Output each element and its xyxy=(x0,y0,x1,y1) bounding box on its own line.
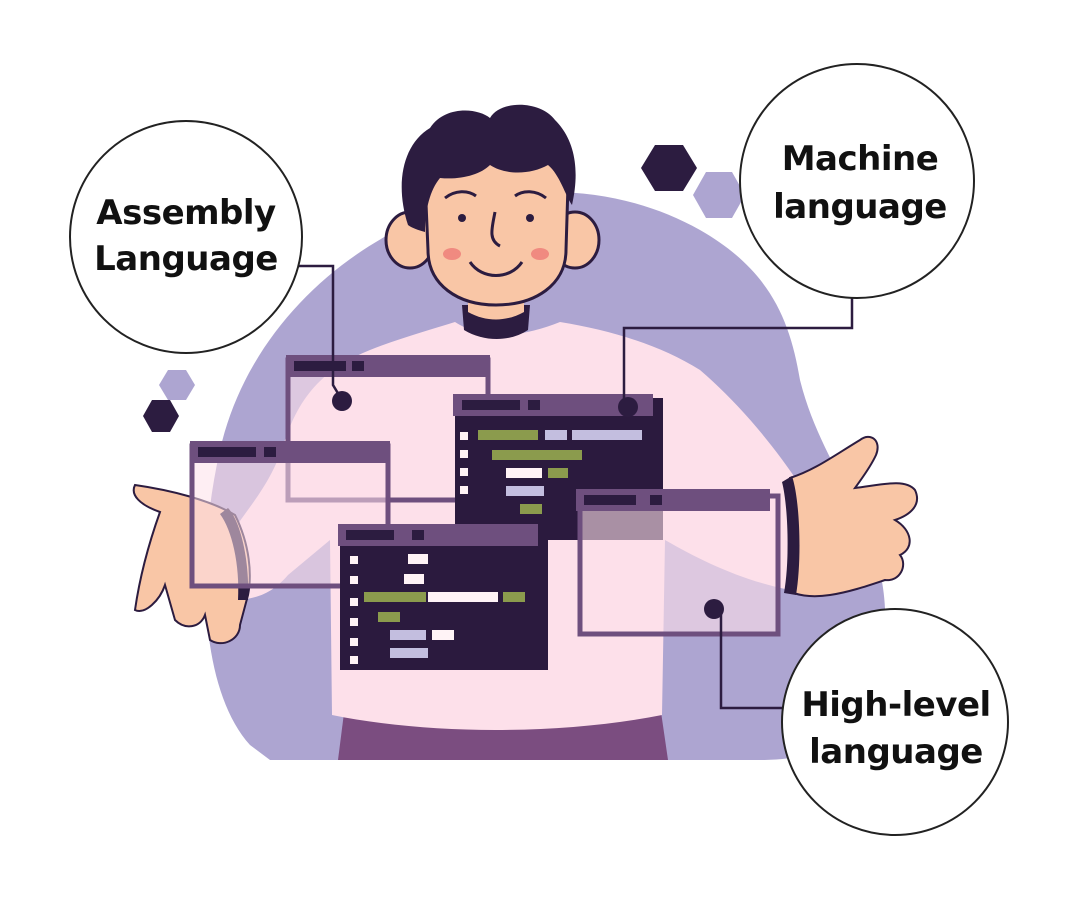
high-level-language-callout: High-level language xyxy=(781,608,1009,836)
hexagon-icon xyxy=(143,400,179,432)
code-window-d xyxy=(338,524,548,670)
machine-label-line-1: Machine xyxy=(782,139,939,179)
right-eye xyxy=(526,214,534,222)
right-cuff xyxy=(782,476,800,595)
machine-label-line-2: language xyxy=(773,187,947,227)
machine-connector-dot xyxy=(618,397,638,417)
assembly-connector-dot xyxy=(332,391,352,411)
left-cheek xyxy=(443,248,461,260)
hair xyxy=(401,104,576,232)
nose xyxy=(490,211,501,248)
high-level-connector-dot xyxy=(704,599,724,619)
right-cheek xyxy=(531,248,549,260)
left-eyebrow xyxy=(444,190,477,200)
assembly-label-line-2: Language xyxy=(94,239,278,279)
high-level-label-line-1: High-level xyxy=(801,685,990,725)
mouth xyxy=(468,261,524,277)
assembly-label-line-1: Assembly xyxy=(96,193,276,233)
right-eyebrow xyxy=(514,190,547,200)
high-level-label-line-2: language xyxy=(809,732,983,772)
hexagon-icon xyxy=(693,172,745,218)
hexagon-icon xyxy=(641,145,697,191)
code-window-e xyxy=(576,489,781,637)
hexagon-icon xyxy=(159,370,195,400)
right-hand xyxy=(786,435,918,598)
assembly-language-callout: Assembly Language xyxy=(69,120,303,354)
machine-language-callout: Machine language xyxy=(739,63,975,299)
machine-connector xyxy=(622,298,854,402)
left-eye xyxy=(458,214,466,222)
